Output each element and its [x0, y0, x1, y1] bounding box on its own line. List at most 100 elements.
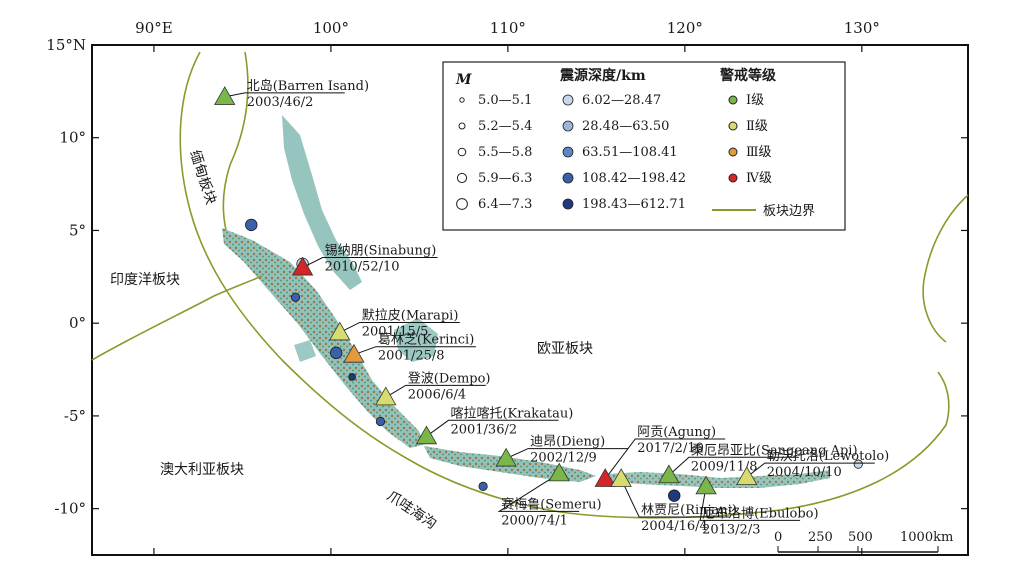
volcano-leader-line — [224, 92, 345, 98]
lat-tick-label-0: 15°N — [46, 36, 86, 54]
volcano-info-label: 2006/6/4 — [408, 387, 466, 402]
legend-magnitude-items: 5.0—5.15.2—5.45.5—5.85.9—6.36.4—7.3 — [456, 93, 532, 212]
earthquake-marker — [375, 416, 386, 427]
volcano-info-label: 2001/36/2 — [450, 422, 517, 437]
volcano-triangle-marker — [329, 321, 351, 341]
volcano-triangle-marker — [736, 466, 758, 486]
volcano-name-label: 葛林芝(Kerinci) — [378, 332, 474, 348]
volcano-leader-line — [497, 472, 580, 512]
volcano-leader-line — [668, 456, 799, 476]
volcano-info-label: 2013/2/3 — [702, 522, 760, 537]
sunda-trench-boundary — [179, 51, 950, 519]
legend-magnitude-symbol — [459, 97, 465, 103]
lon-tick-label-2: 110° — [490, 19, 526, 37]
legend-level-symbol — [728, 121, 738, 131]
volcano-triangle-marker — [594, 468, 616, 487]
earthquake-marker — [478, 481, 488, 491]
volcano-triangle-marker — [695, 475, 717, 495]
eurasian-boundary-north — [222, 51, 249, 231]
volcano-name-label: 厄布洛博(Ebulobo) — [702, 506, 818, 521]
borneo-fragments — [294, 318, 438, 362]
volcano-leader-line — [620, 478, 730, 518]
lon-tick-label-0: 90°E — [135, 19, 173, 37]
earthquake-marker — [290, 292, 301, 302]
lesser-sunda-islands — [606, 470, 830, 488]
volcano-leader-line — [385, 384, 486, 398]
legend-level-label: Ⅱ级 — [746, 119, 768, 134]
volcano-info-label: 2002/12/9 — [530, 451, 597, 466]
legend-depth-symbol — [562, 198, 574, 210]
volcano-info-label: 2004/16/4 — [641, 519, 708, 534]
lon-tick-label-1: 100° — [313, 19, 349, 37]
volcano-name-label: 赛梅鲁(Semeru) — [501, 496, 601, 512]
legend-level-symbol — [728, 95, 738, 105]
volcano-markers — [214, 86, 758, 495]
malay-peninsula — [282, 115, 362, 290]
legend-m-title: M — [455, 72, 472, 88]
indian-ocean-plate-label: 印度洋板块 — [110, 272, 180, 288]
legend-level-label: Ⅲ级 — [746, 145, 772, 160]
scale-bar: 0 250 500 1000km — [774, 530, 953, 553]
legend-level-symbol — [728, 147, 738, 157]
volcano-name-label: 锡纳朋(Sinabung) — [325, 244, 437, 259]
legend-depth-label: 28.48—63.50 — [582, 119, 669, 134]
scale-label-1000: 1000km — [900, 530, 953, 545]
legend-depth-title: 震源深度/km — [559, 67, 646, 84]
legend-box — [442, 61, 846, 231]
legend-magnitude-symbol — [456, 198, 468, 210]
earthquake-marker — [245, 218, 258, 232]
volcano-name-label: 登波(Dempo) — [408, 371, 491, 386]
lat-tick-label-2: 5° — [69, 221, 86, 239]
volcano-info-label: 2010/52/10 — [325, 260, 400, 275]
lat-tick-label-5: -10° — [54, 500, 86, 518]
volcano-triangle-marker — [415, 425, 438, 445]
lat-tick-label-3: 0° — [69, 314, 86, 332]
legend-level-symbol — [728, 173, 738, 183]
land-masses — [222, 115, 830, 488]
eurasian-plate-label: 欧亚板块 — [537, 341, 593, 357]
australian-plate-label: 澳大利亚板块 — [160, 462, 244, 478]
volcano-name-label: 勒沃托洛(Lewotolo) — [767, 449, 889, 464]
earthquake-marker — [668, 489, 681, 502]
legend-depth-symbol — [562, 94, 574, 106]
legend-magnitude-symbol — [456, 172, 468, 184]
volcano-name-label: 喀拉喀托(Krakatau) — [450, 405, 573, 421]
volcano-leader-line — [302, 257, 438, 268]
legend-depth-label: 63.51—108.41 — [582, 145, 678, 160]
indian-australian-boundary — [91, 275, 263, 361]
volcano-name-label: 迪昂(Dieng) — [530, 435, 605, 450]
volcano-name-label: 林贾尼(Rinjani) — [641, 503, 737, 518]
legend-magnitude-symbol — [457, 147, 467, 157]
scale-label-0: 0 — [774, 530, 782, 545]
earthquake-marker — [853, 459, 863, 469]
legend-depth-symbol — [562, 146, 574, 158]
legend-depth-label: 198.43—612.71 — [582, 197, 686, 212]
volcano-leader-line — [505, 448, 629, 460]
lat-tick-label-1: 10° — [59, 129, 86, 147]
legend-depth-symbol — [562, 172, 574, 184]
volcano-info-label: 2001/25/8 — [378, 349, 445, 364]
legend-magnitude-label: 5.9—6.3 — [478, 171, 532, 186]
volcano-leader-line — [353, 346, 476, 356]
legend-magnitude-label: 6.4—7.3 — [478, 197, 532, 212]
legend-magnitude-label: 5.0—5.1 — [478, 93, 532, 108]
sumatra-island — [222, 228, 426, 448]
volcano-triangle-marker — [610, 468, 632, 487]
volcano-name-label: 阿贡(Agung) — [637, 425, 716, 440]
volcano-name-label: 默拉皮(Marapi) — [362, 307, 459, 323]
volcano-leader-line — [746, 462, 875, 478]
volcano-info-label: 2004/10/10 — [767, 465, 842, 480]
legend-level-title: 警戒等级 — [720, 67, 777, 84]
volcano-triangle-marker — [343, 343, 365, 363]
legend-depth-label: 6.02—28.47 — [582, 93, 661, 108]
volcano-name-label: 桑厄昂亚比(Sangeang Api) — [691, 443, 858, 458]
legend-depth-label: 108.42—198.42 — [582, 171, 686, 186]
plate-boundaries — [91, 51, 969, 519]
lat-tick-label-4: -5° — [64, 407, 86, 425]
volcano-leader-line — [339, 321, 460, 333]
volcano-info-label: 2001/15/5 — [362, 324, 429, 339]
volcano-callouts: 北岛(Barren Isand)2003/46/2锡纳朋(Sinabung)20… — [224, 78, 889, 537]
earthquake-marker — [348, 373, 356, 381]
volcano-info-label: 2017/2/10 — [637, 441, 704, 456]
